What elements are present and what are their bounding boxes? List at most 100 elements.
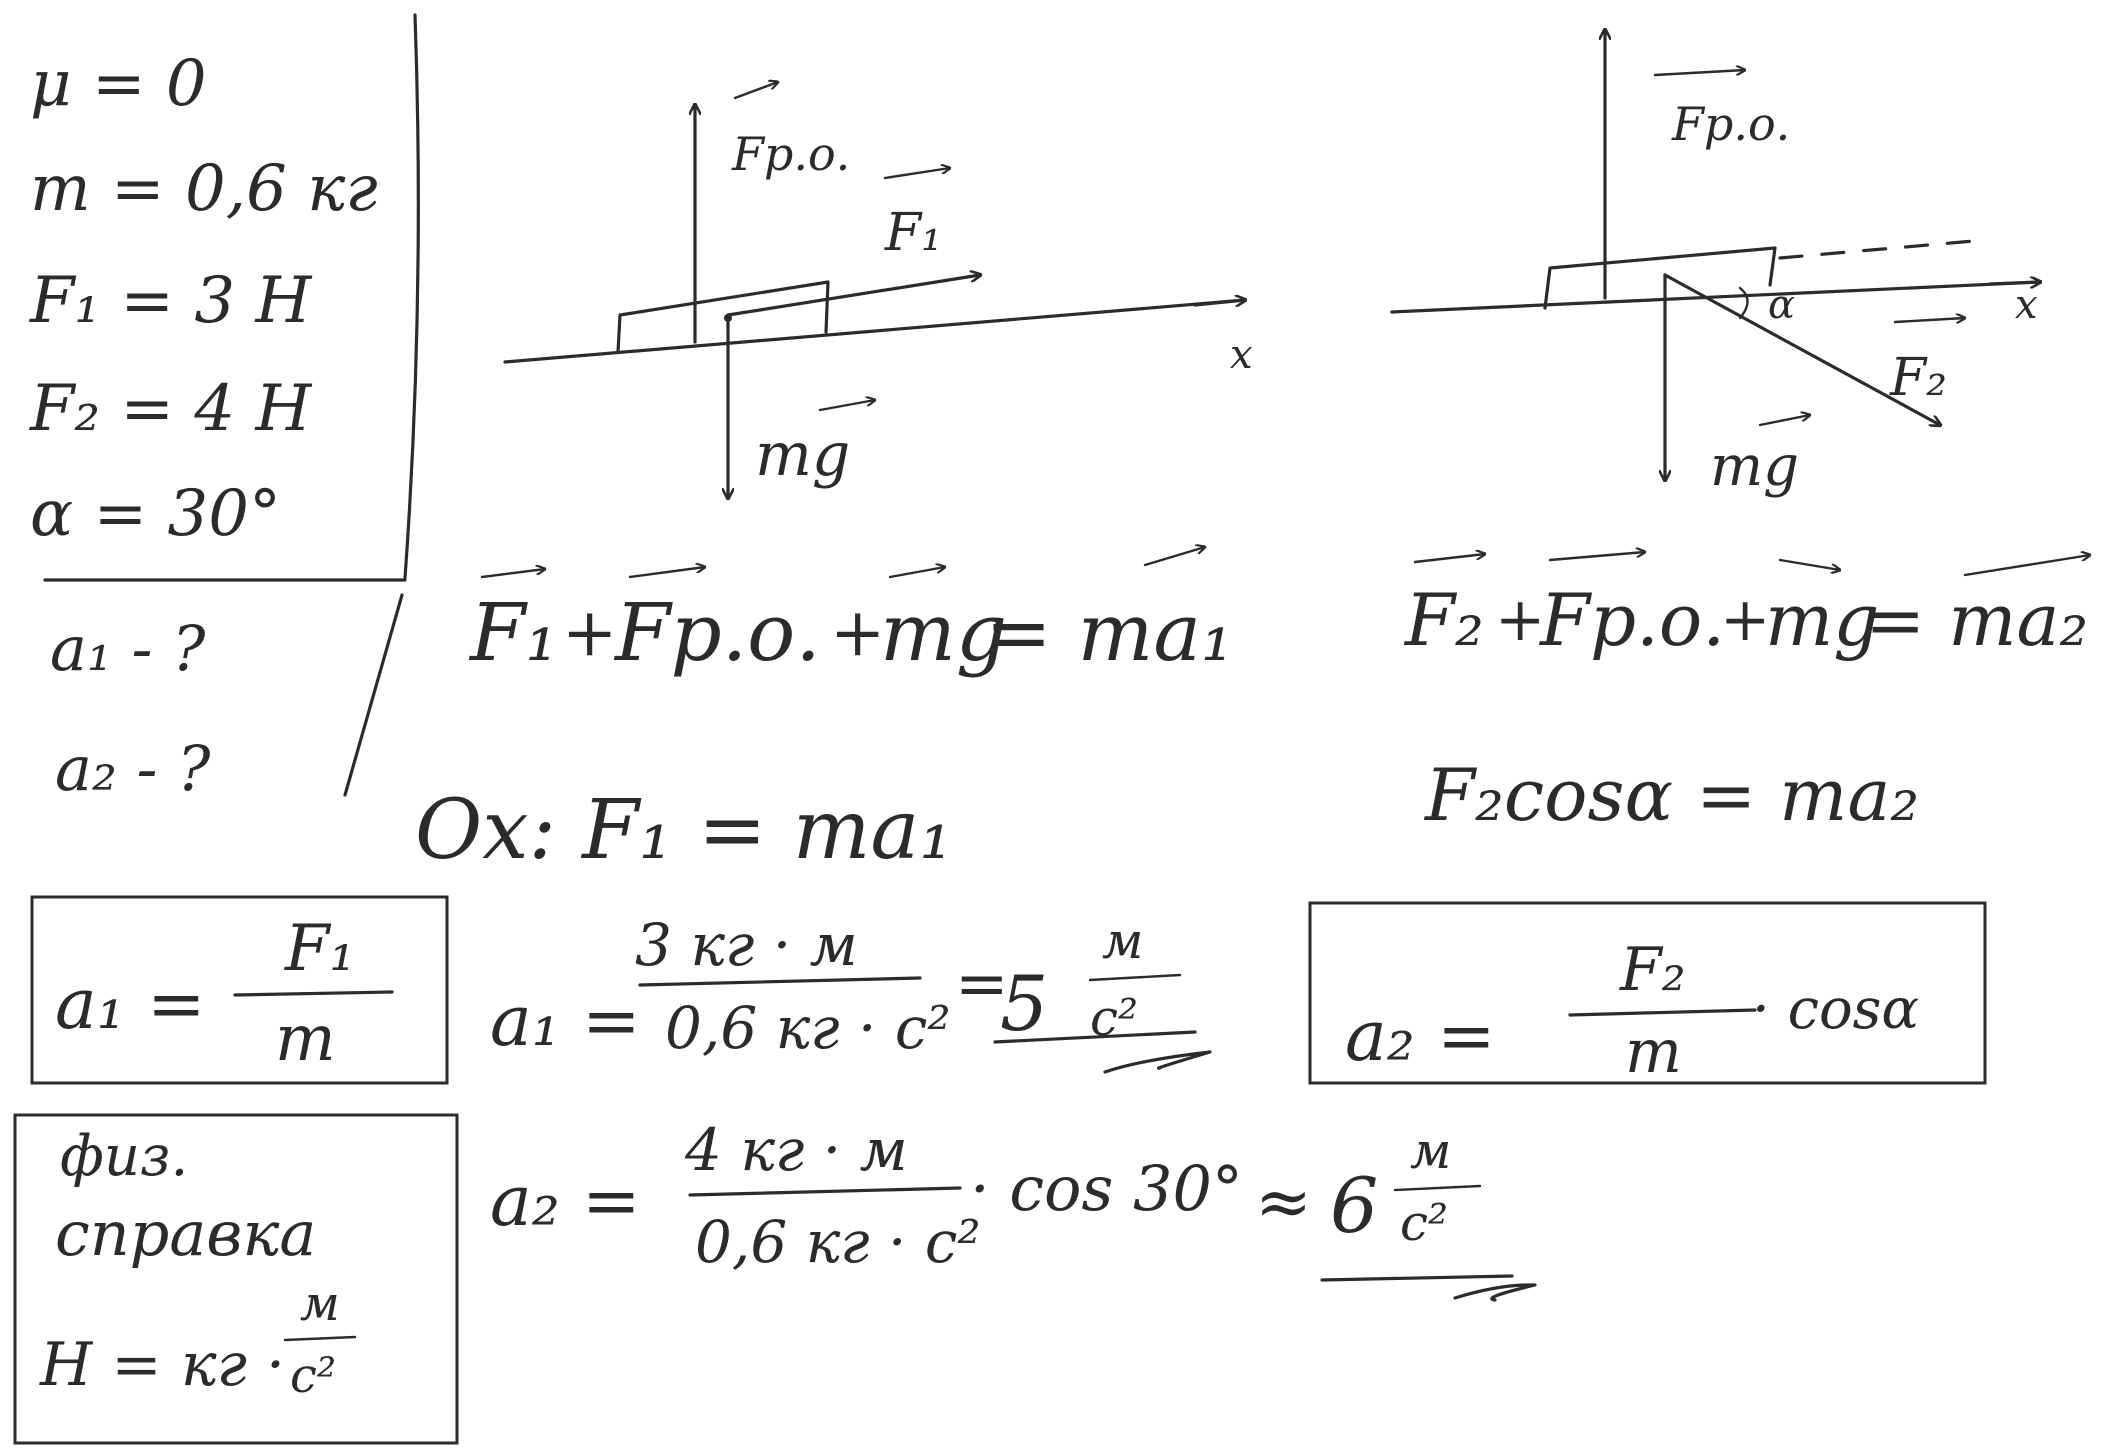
projection-ox-2: F₂cosα = ma₂ (1423, 753, 1919, 837)
vector-bar-fpo-1 (628, 567, 705, 579)
reference-frame (13, 1113, 459, 1445)
vector-bar-mg-1 (888, 567, 945, 579)
a1-result-value: 5 (1000, 959, 1048, 1048)
newton-2-plus-b: + (1720, 585, 1770, 655)
a2-calc-lhs: a₂ = (490, 1160, 641, 1242)
formula-a1-lhs: a₁ = (55, 963, 206, 1045)
block-1 (616, 280, 830, 354)
vector-bar-fpo-2 (1548, 552, 1645, 562)
axis-x-arrow-1 (1193, 300, 1245, 305)
a2-result-underline (1320, 1274, 1537, 1302)
formula-a1-num: F₁ (284, 912, 355, 986)
projection-ox-1: Ox: F₁ = ma₁ (415, 783, 952, 878)
support-force-label-2: Fр.о. (1671, 97, 1790, 151)
formula-a1-den: m (275, 1002, 336, 1076)
applied-force-label-2: F₂ (1889, 348, 1947, 408)
a2-calc-den: 0,6 кг · с² (695, 1208, 981, 1276)
a2-calc-approx: ≈ (1255, 1163, 1312, 1242)
support-force-vector-bar-1 (733, 82, 778, 100)
axis-x-label-1: x (1230, 332, 1253, 378)
gravity-label-1: mg (755, 420, 850, 490)
a1-calc-num: 3 кг · м (635, 911, 858, 979)
a2-result-fraction-bar (1393, 1184, 1482, 1192)
gravity-vector-bar-1 (818, 400, 875, 412)
a2-calculation: a₂ = 4 кг · м 0,6 кг · с² · cos 30° ≈ 6 … (490, 1116, 1537, 1302)
vector-bar-a1 (1143, 547, 1205, 567)
newton-1-fpo: Fр.о. (613, 586, 821, 679)
a1-result-fraction-bar (1088, 973, 1182, 982)
a1-result-underline (993, 1030, 1212, 1074)
ground-line-1 (503, 298, 1247, 364)
newton-2-plus-a: + (1495, 585, 1545, 655)
gravity-label-2: mg (1710, 434, 1799, 499)
vector-bar-f1 (480, 569, 545, 579)
given-section: μ = 0 m = 0,6 кг F₁ = 3 Н F₂ = 4 Н α = 3… (29, 13, 420, 805)
reference-unit-num: м (300, 1276, 340, 1332)
applied-force-label-1: F₁ (884, 203, 942, 263)
axis-x-label-2: x (2015, 282, 2038, 328)
newton-law-equations: F₁ + Fр.о. + mg = ma₁ F₂ + Fр.о. + mg = … (468, 547, 2090, 679)
vector-bar-f2 (1413, 554, 1485, 564)
given-mu: μ = 0 (30, 47, 207, 121)
a2-calc-cos: · cos 30° (970, 1152, 1243, 1225)
axis-x-arrow-2 (1988, 282, 2040, 284)
formula-a1-box: a₁ = F₁ m (30, 895, 449, 1085)
newton-2-fpo: Fр.о. (1538, 578, 1725, 662)
a1-calc-eq: = (955, 947, 1009, 1021)
applied-force-arrow-1 (726, 275, 980, 317)
formula-a1-fraction-bar (233, 990, 394, 997)
newton-2-mg: mg (1765, 578, 1879, 662)
find-a2: a₂ - ? (55, 732, 211, 805)
newton-1-rhs: = ma₁ (985, 586, 1233, 679)
block-2 (1543, 246, 1777, 310)
a2-calc-num: 4 кг · м (684, 1116, 908, 1184)
angle-arc-2 (1738, 286, 1749, 320)
angle-label-2: α (1768, 282, 1795, 328)
a1-calc-lhs: a₁ = (490, 980, 641, 1062)
newton-1-plus-a: + (562, 594, 617, 671)
formula-a2-num: F₂ (1619, 935, 1686, 1005)
support-force-label-1: Fр.о. (731, 127, 850, 181)
a2-result-value: 6 (1330, 1161, 1378, 1250)
a2-calc-fraction-bar (688, 1186, 962, 1197)
vector-bar-a2 (1963, 555, 2090, 577)
newton-1-plus-b: + (830, 594, 885, 671)
force-diagram-1: x Fр.о. F₁ mg (503, 82, 1253, 498)
given-f1: F₁ = 3 Н (29, 264, 312, 338)
reference-title-1: физ. (60, 1124, 188, 1189)
find-right-border (343, 593, 404, 797)
given-alpha: α = 30° (30, 477, 281, 551)
applied-force-vector-bar-1 (883, 168, 950, 180)
reference-unit-fraction-bar (283, 1335, 357, 1342)
given-mass: m = 0,6 кг (30, 152, 378, 226)
vector-bar-mg-2 (1778, 558, 1840, 570)
applied-force-vector-bar-2 (1893, 318, 1965, 322)
a1-result-num: м (1102, 912, 1143, 970)
a1-calc-fraction-bar (638, 976, 922, 987)
applied-force-arrow-2 (1663, 273, 1940, 425)
newton-1-f1: F₁ (468, 586, 558, 679)
find-a1: a₁ - ? (50, 612, 206, 685)
reference-title-2: справка (55, 1197, 316, 1270)
given-right-border (403, 13, 420, 580)
formula-a2-cos: · cosα (1752, 977, 1919, 1042)
support-force-vector-bar-2 (1653, 70, 1745, 77)
a2-result-den: с² (1400, 1194, 1448, 1252)
newton-2-rhs: = ma₂ (1865, 578, 2088, 662)
formula-a2-lhs: a₂ = (1345, 995, 1496, 1077)
formula-a2-box: a₂ = F₂ m · cosα (1308, 901, 1987, 1087)
reference-unit-den: с² (290, 1348, 336, 1404)
dashed-reference-line-2 (1778, 238, 1987, 260)
a1-calculation: a₁ = 3 кг · м 0,6 кг · с² = 5 м с² (490, 911, 1212, 1074)
gravity-vector-bar-2 (1758, 415, 1810, 427)
newton-2-f2: F₂ (1403, 578, 1484, 662)
newton-1-mg: mg (880, 586, 1007, 679)
formula-a2-frame (1308, 901, 1987, 1085)
newton-equation-1: F₁ + Fр.о. + mg = ma₁ (468, 547, 1233, 679)
formula-a2-fraction-bar (1568, 1008, 1757, 1017)
formula-a1-frame (30, 895, 449, 1085)
physics-reference-box: физ. справка Н = кг · м с² (13, 1113, 459, 1445)
a1-calc-den: 0,6 кг · с² (665, 994, 951, 1062)
formula-a2-den: m (1625, 1017, 1682, 1087)
